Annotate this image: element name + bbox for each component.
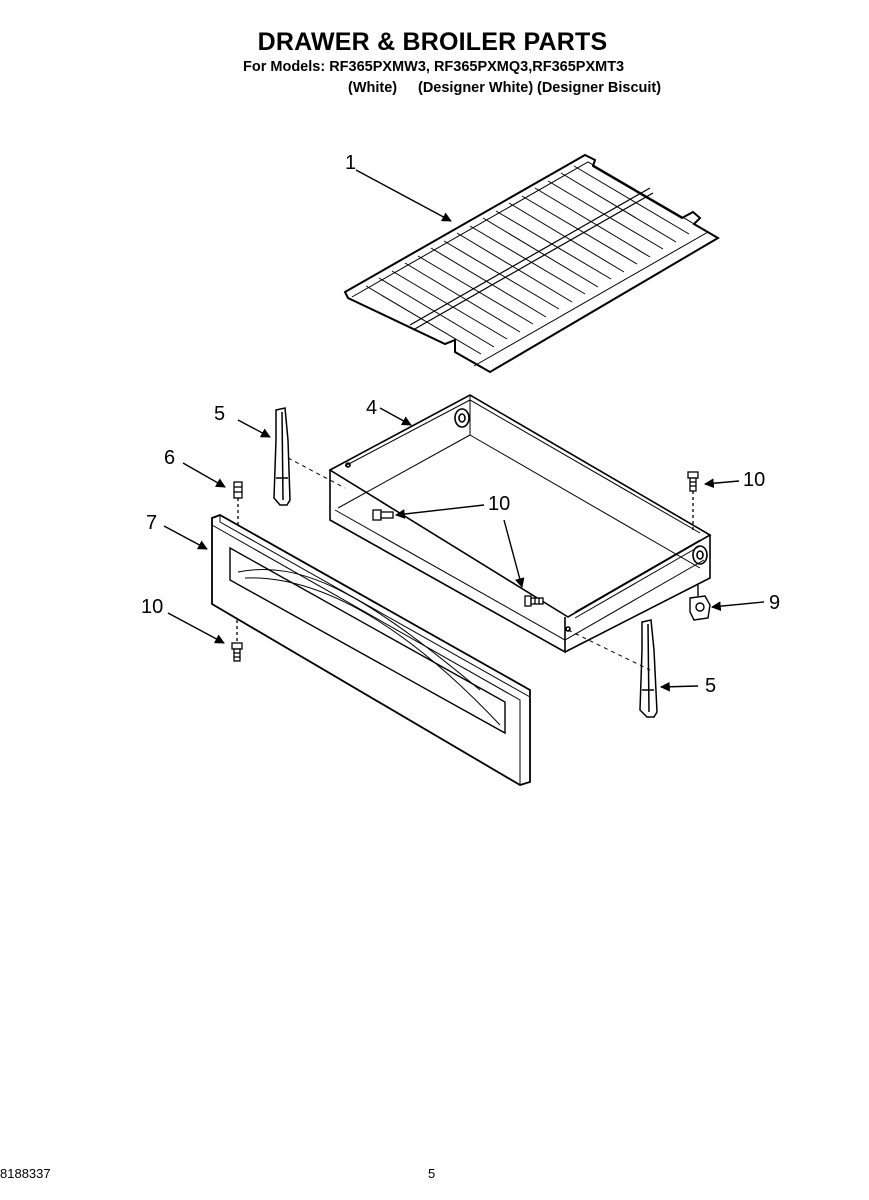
callout-1: 1 — [345, 152, 356, 174]
models-line: For Models: RF365PXMW3, RF365PXMQ3,RF365… — [243, 59, 625, 75]
page-title: DRAWER & BROILER PARTS — [0, 28, 869, 57]
left-slide — [273, 407, 291, 506]
doc-number: 8188337 — [0, 1166, 51, 1181]
right-slide — [639, 619, 658, 718]
title-text: DRAWER & BROILER PARTS — [257, 28, 608, 56]
color-white: (White) — [348, 80, 398, 96]
callout-10-front: 10 — [141, 596, 163, 618]
callout-7: 7 — [146, 512, 157, 534]
alignment-lines — [287, 457, 651, 671]
callout-9: 9 — [769, 592, 780, 614]
drawer-body — [328, 394, 712, 654]
screw-rear-right — [687, 471, 699, 530]
callout-10-center: 10 — [488, 493, 510, 515]
callout-5-right: 5 — [705, 675, 716, 697]
page-number: 5 — [428, 1166, 436, 1181]
callout-6: 6 — [164, 447, 175, 469]
screw-left-rear — [372, 509, 394, 521]
stud — [233, 481, 243, 528]
color-designer-white: (Designer White) — [418, 80, 534, 96]
screw-front — [231, 620, 243, 662]
oven-rack — [343, 153, 720, 374]
drawer-front — [211, 514, 531, 786]
screw-center — [524, 595, 544, 607]
leader-lines — [163, 169, 765, 692]
callout-10-rear-right: 10 — [743, 469, 765, 491]
color-designer-biscuit: (Designer Biscuit) — [537, 80, 662, 96]
callout-4: 4 — [366, 397, 377, 419]
bracket — [689, 585, 711, 621]
callout-5-left: 5 — [214, 403, 225, 425]
